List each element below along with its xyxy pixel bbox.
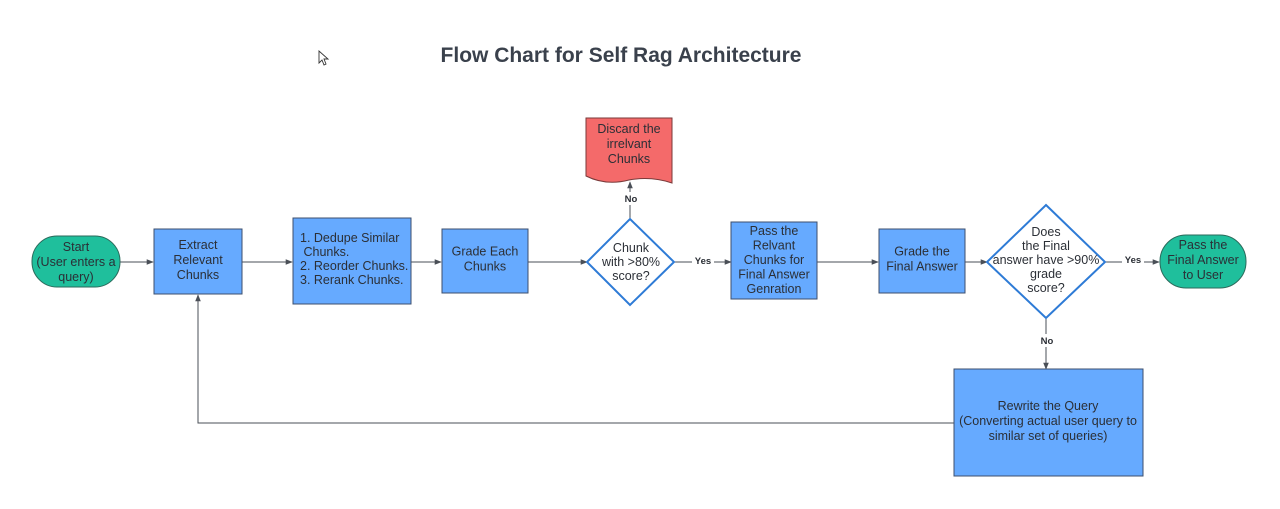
node-dedupe-label: 1. Dedupe Similar Chunks.2. Reorder Chun… xyxy=(300,231,408,287)
mouse-pointer-icon xyxy=(318,49,330,66)
node-dedupe[interactable]: 1. Dedupe Similar Chunks.2. Reorder Chun… xyxy=(292,217,412,305)
node-rewrite-label: Rewrite the Query(Converting actual user… xyxy=(959,399,1137,443)
edge-rewrite-to-extract xyxy=(195,294,954,424)
node-rewrite[interactable]: Rewrite the Query(Converting actual user… xyxy=(953,368,1144,477)
page-title: Flow Chart for Self Rag Architecture xyxy=(440,44,802,67)
edge-label-chunk-yes: Yes xyxy=(695,256,711,267)
edge-label-answer-no: No xyxy=(1041,336,1054,347)
edge-label-answer-yes: Yes xyxy=(1125,255,1141,266)
edge-label-chunk-no: No xyxy=(625,194,638,205)
